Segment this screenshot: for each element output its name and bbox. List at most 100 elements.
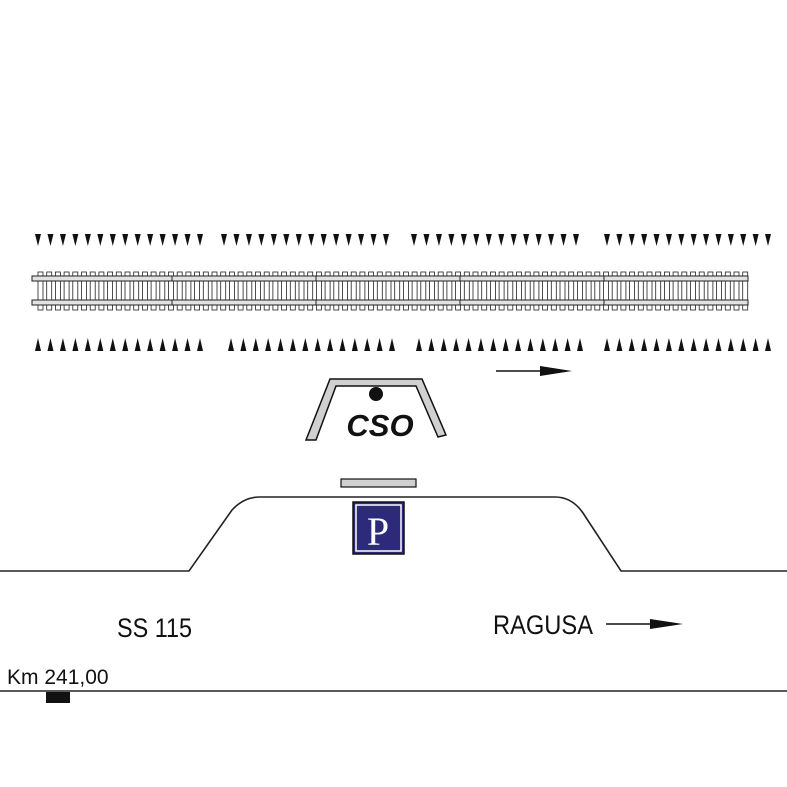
tree-icon xyxy=(641,338,648,351)
tree-icon xyxy=(134,338,141,351)
tree-icon xyxy=(628,234,635,246)
track-sleeper xyxy=(681,271,688,311)
tree-icon xyxy=(527,338,534,351)
track-sleeper xyxy=(516,271,522,311)
track-sleeper xyxy=(655,271,662,311)
railway-track xyxy=(31,271,749,311)
tree-icon xyxy=(327,338,334,351)
tree-icon xyxy=(147,234,154,246)
track-sleeper xyxy=(307,271,314,311)
track-sleeper xyxy=(246,271,253,311)
tree-icon xyxy=(577,338,583,351)
tree-icon xyxy=(498,234,505,246)
track-sleeper xyxy=(376,271,383,311)
tree-icon xyxy=(283,234,290,246)
track-sleeper xyxy=(263,271,270,311)
track-sleeper xyxy=(359,271,366,311)
tree-icon xyxy=(535,234,542,246)
tree-icon xyxy=(411,234,417,246)
tree-icon xyxy=(134,234,141,246)
track-sleeper xyxy=(498,271,505,311)
track-sleeper xyxy=(429,271,435,311)
tree-icon xyxy=(665,234,672,246)
tree-icon xyxy=(515,338,522,351)
track-sleeper xyxy=(455,271,462,311)
track-sleeper xyxy=(298,271,305,311)
destination-arrow-icon xyxy=(606,619,683,629)
tree-icon xyxy=(435,234,442,246)
track-sleeper xyxy=(281,271,288,311)
tree-icon xyxy=(383,234,389,246)
track-sleeper xyxy=(220,271,227,311)
track-sleeper xyxy=(603,271,609,311)
tree-icon xyxy=(197,338,203,351)
track-sleeper xyxy=(637,271,644,311)
tree-row-top xyxy=(35,234,771,246)
track-sleeper xyxy=(629,271,635,311)
tree-icon xyxy=(490,338,497,351)
track-sleeper xyxy=(107,271,113,311)
track-sleeper xyxy=(733,271,740,311)
tree-icon xyxy=(376,338,383,351)
track-sleeper xyxy=(368,271,375,311)
tree-icon xyxy=(159,338,166,351)
track-sleeper xyxy=(168,271,174,311)
tree-icon xyxy=(641,234,648,246)
tree-icon xyxy=(485,234,492,246)
tree-icon xyxy=(35,338,41,351)
tree-icon xyxy=(616,338,623,351)
track-sleeper xyxy=(46,271,53,311)
track-sleeper xyxy=(63,271,70,311)
track-sleeper xyxy=(333,271,340,311)
tree-icon xyxy=(502,338,509,351)
track-sleeper xyxy=(620,271,627,311)
track-sleeper xyxy=(350,271,357,311)
track-sleeper xyxy=(185,271,192,311)
road-access-outline xyxy=(0,496,787,572)
track-sleeper xyxy=(385,271,392,311)
track-sleeper xyxy=(272,271,279,311)
kilometer-label: Km 241,00 xyxy=(7,666,109,689)
tree-icon xyxy=(289,338,296,351)
tree-icon xyxy=(277,338,284,351)
track-sleeper xyxy=(255,271,261,311)
tree-icon xyxy=(345,234,352,246)
track-sleeper xyxy=(707,271,714,311)
track-sleeper xyxy=(742,271,749,311)
tree-icon xyxy=(351,338,358,351)
tree-icon xyxy=(302,338,309,351)
rail xyxy=(31,299,749,306)
tree-icon xyxy=(358,234,365,246)
track-sleeper xyxy=(420,271,427,311)
tree-icon xyxy=(221,234,227,246)
track-sleeper xyxy=(289,271,296,311)
tree-icon xyxy=(616,234,623,246)
tree-icon xyxy=(715,338,722,351)
tree-icon xyxy=(370,234,377,246)
tree-icon xyxy=(35,234,41,246)
tree-icon xyxy=(573,234,579,246)
tree-icon xyxy=(765,338,771,351)
tree-icon xyxy=(552,338,559,351)
tree-icon xyxy=(752,234,759,246)
track-sleeper xyxy=(81,271,87,311)
parking-symbol: P xyxy=(367,509,389,554)
track-sleeper xyxy=(437,271,444,311)
road-destination: RAGUSA xyxy=(493,610,593,640)
tree-icon xyxy=(628,338,635,351)
track-sleeper xyxy=(411,271,418,311)
tree-icon xyxy=(122,338,129,351)
track-direction-arrow-icon xyxy=(496,366,572,376)
track-sleeper xyxy=(133,271,140,311)
rail xyxy=(31,275,749,282)
track-sleeper xyxy=(550,271,557,311)
track-sleeper xyxy=(542,271,548,311)
tree-icon xyxy=(752,338,759,351)
tree-icon xyxy=(47,234,54,246)
tree-icon xyxy=(765,234,771,246)
track-sleeper xyxy=(672,271,679,311)
tree-icon xyxy=(159,234,166,246)
tree-icon xyxy=(252,338,259,351)
track-sleeper xyxy=(402,271,409,311)
track-sleeper xyxy=(141,271,148,311)
